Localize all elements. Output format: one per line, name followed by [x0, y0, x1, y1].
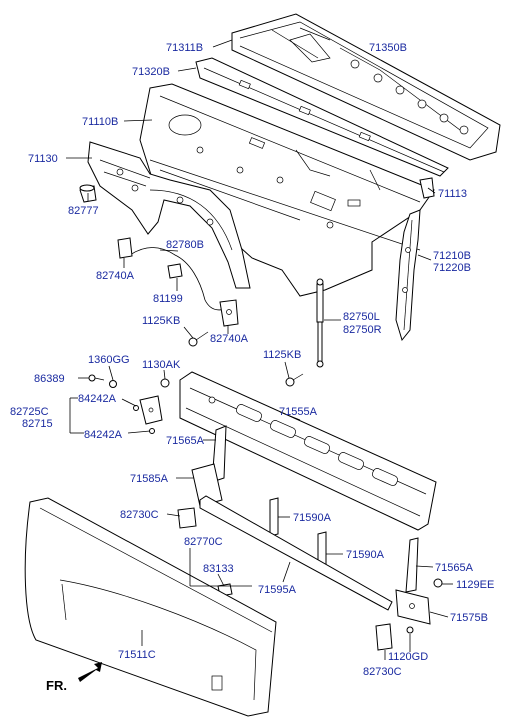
striker-82730C-right	[375, 623, 393, 651]
bolt-1130AK	[160, 378, 170, 388]
bolt-1129EE	[433, 578, 443, 588]
washer-1360GG	[109, 380, 117, 388]
pillar-71210B	[395, 209, 421, 342]
label-71555A: 71555A	[279, 406, 318, 418]
nut-84242A-lower	[149, 428, 155, 434]
label-84242A-lower: 84242A	[84, 429, 123, 441]
label-82777: 82777	[68, 205, 99, 217]
label-82750R: 82750R	[343, 324, 382, 336]
label-71575B: 71575B	[450, 612, 488, 624]
cable-82780B	[129, 247, 229, 311]
label-82725C: 82725C	[10, 406, 49, 418]
label-1130AK: 1130AK	[142, 359, 181, 371]
bracket-71575B	[395, 589, 431, 625]
back-panel-71110B	[139, 83, 435, 297]
part-labels: 71311B 71350B 71320B 71110B 71130 71113 …	[10, 42, 494, 693]
leader-lines	[66, 39, 453, 660]
label-71565A-right: 71565A	[435, 562, 474, 574]
label-81199: 81199	[153, 293, 183, 305]
reinforcement-71565A-right	[405, 537, 419, 593]
latch-82740A-lower	[219, 299, 239, 327]
label-71585A: 71585A	[130, 473, 169, 485]
label-71110B: 71110B	[82, 116, 118, 128]
label-82740A-lower: 82740A	[210, 333, 249, 345]
label-71590A-lower: 71590A	[346, 549, 385, 561]
nut-84242A-upper	[133, 405, 139, 411]
label-71511C: 71511C	[118, 649, 156, 661]
label-1120GD: 1120GD	[388, 651, 428, 663]
label-71210B: 71210B	[433, 250, 471, 262]
label-71350B: 71350B	[369, 42, 407, 54]
label-82740A-upper: 82740A	[96, 270, 135, 282]
label-1125KB-upper: 1125KB	[142, 315, 180, 327]
inner-panel-71130	[87, 141, 251, 289]
label-71311B: 71311B	[166, 42, 203, 54]
rail-71320B	[195, 57, 449, 177]
front-direction-label: FR.	[46, 678, 67, 693]
label-71220B: 71220B	[433, 262, 471, 274]
label-82730C-left: 82730C	[120, 509, 159, 521]
inner-panel-71555A	[179, 371, 437, 531]
label-82780B: 82780B	[166, 239, 204, 251]
label-82730C-right: 82730C	[363, 666, 402, 678]
label-83133: 83133	[203, 563, 234, 575]
bolt-1120GD	[406, 626, 414, 634]
label-71595A: 71595A	[258, 584, 297, 596]
bracket-71590A-upper	[269, 497, 279, 537]
label-86389: 86389	[34, 373, 65, 385]
bolt-1125KB-lower	[285, 373, 304, 387]
label-82750L: 82750L	[343, 311, 380, 323]
label-71565A-left: 71565A	[166, 435, 205, 447]
label-71590A-upper: 71590A	[293, 512, 332, 524]
front-arrow-icon	[78, 662, 102, 682]
label-71130: 71130	[28, 153, 58, 165]
bracket-71585A	[191, 463, 223, 507]
label-82770C: 82770C	[184, 536, 223, 548]
label-82715: 82715	[22, 418, 53, 430]
gas-strut-82750L	[316, 278, 324, 368]
bracket-71113	[419, 177, 435, 199]
hinge-82725C	[139, 395, 163, 425]
label-1129EE: 1129EE	[456, 579, 494, 591]
label-71113: 71113	[438, 188, 467, 200]
bar-71595A	[199, 495, 393, 611]
roof-rail-71350B	[231, 13, 501, 161]
label-84242A-upper: 84242A	[78, 393, 117, 405]
striker-82730C-left	[177, 507, 197, 529]
latch-82740A-upper	[117, 237, 133, 259]
screw-86389	[88, 374, 105, 382]
label-1360GG: 1360GG	[88, 354, 130, 366]
outer-panel-71511C	[24, 497, 277, 717]
bolt-1125KB-upper	[188, 331, 209, 347]
label-1125KB-lower: 1125KB	[263, 349, 301, 361]
label-71320B: 71320B	[132, 66, 170, 78]
